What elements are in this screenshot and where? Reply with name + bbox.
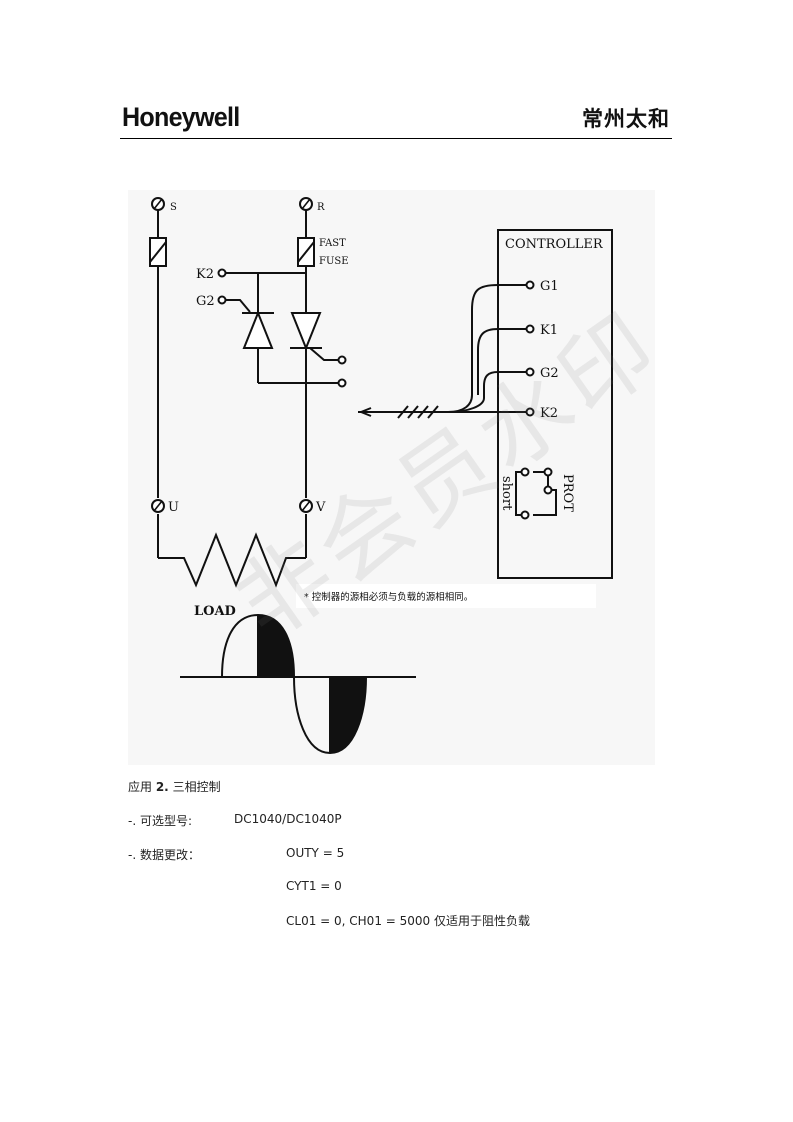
models-value: DC1040/DC1040P	[234, 812, 342, 826]
honeywell-logo: Honeywell	[122, 102, 240, 132]
models-label: -. 可选型号:	[128, 814, 193, 828]
controller-k1-label: K1	[540, 323, 558, 338]
short-label: short	[499, 476, 514, 511]
source-phase-note: * 控制器的源相必须与负载的源相相同。	[304, 591, 473, 603]
controller-k2-label: K2	[540, 406, 558, 421]
setting-outy: OUTY = 5	[286, 846, 345, 860]
terminal-u-label: U	[168, 500, 179, 515]
terminal-v-label: V	[315, 500, 326, 515]
k2-left-label: K2	[196, 267, 214, 282]
wiring-diagram: S R FAST FUSE K2 G2 CONTROLLER G1 K1 G2 …	[128, 190, 655, 765]
g2-left-label: G2	[196, 294, 215, 309]
controller-g1-label: G1	[540, 279, 559, 294]
load-label: LOAD	[194, 604, 236, 619]
page-header: Honeywell 常州太和	[120, 96, 672, 139]
fuse-label-fast: FAST	[319, 238, 346, 249]
fuse-label-fuse: FUSE	[319, 256, 349, 267]
controller-g2-label: G2	[540, 366, 559, 381]
data-change-label: -. 数据更改：	[128, 848, 200, 862]
terminal-s-label: S	[170, 202, 177, 213]
controller-title: CONTROLLER	[505, 237, 604, 252]
setting-cyt1: CYT1 = 0	[286, 879, 342, 893]
company-name: 常州太和	[582, 107, 670, 131]
wiring-diagram-svg: S R FAST FUSE K2 G2 CONTROLLER G1 K1 G2 …	[149, 197, 613, 755]
setting-cl01-ch01: CL01 = 0, CH01 = 5000 仅适用于阻性负载	[286, 914, 531, 928]
prot-label: PROT	[560, 474, 575, 512]
figure-caption: 应用 2. 三相控制	[128, 780, 221, 794]
terminal-r-label: R	[317, 202, 325, 213]
